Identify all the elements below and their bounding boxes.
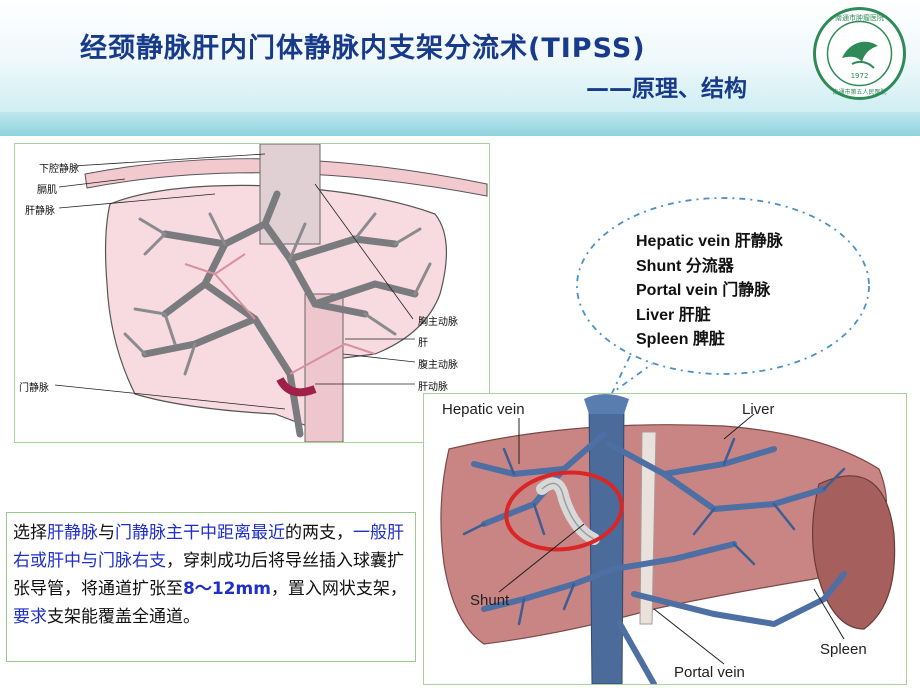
label-portal-vein-en: Portal vein [674,664,745,681]
desc-highlight: 肝静脉 [47,523,98,543]
label-diaphragm: 膈肌 [37,185,57,196]
header-divider-strip [0,112,920,136]
logo-year: 1972 [851,72,869,80]
description-box: 选择肝静脉与门静脉主干中距离最近的两支，一般肝右或肝中与门脉右支，穿刺成功后将导… [6,512,416,662]
desc-text: 与 [98,523,115,543]
label-portal-vein: 门静脉 [19,383,49,394]
label-ivc: 下腔静脉 [39,164,79,175]
logo-text-top: 南通市肿瘤医院 [835,13,884,22]
label-thoracic-aorta: 胸主动脉 [418,317,458,328]
label-spleen-en: Spleen [820,641,867,658]
tips-illustration-panel: Hepatic vein Liver Shunt Spleen Portal v… [423,393,907,685]
desc-highlight: 一般肝右或肝中与门脉右支 [13,523,404,571]
tips-color-illustration [440,394,896,684]
desc-text: 选择 [13,523,47,543]
label-hepatic-vein-en: Hepatic vein [442,401,525,418]
logo-text-bottom: 南通市第五人民医院 [832,88,886,96]
liver-line-drawing [54,143,488,443]
slide-title: 经颈静脉肝内门体静脉内支架分流术(TIPSS) [80,33,646,64]
desc-text: 支架能覆盖全通道。 [47,607,200,627]
desc-highlight: 门静脉主干中距离最近 [115,523,285,543]
legend-item: Shunt 分流器 [636,257,734,275]
desc-highlight: 8～12mm [183,579,271,599]
description-text: 选择肝静脉与门静脉主干中距离最近的两支，一般肝右或肝中与门脉右支，穿刺成功后将导… [13,519,413,631]
desc-text: ，穿刺成功后将导丝插入球囊扩张导管，将通道扩张至 [13,551,404,599]
label-hepatic-artery: 肝动脉 [418,382,448,393]
desc-text: 的两支， [285,523,353,543]
label-liver-cn: 肝 [418,338,428,349]
legend-item: Liver 肝脏 [636,306,711,324]
hospital-logo: 1972 南通市肿瘤医院 南通市第五人民医院 [813,7,906,100]
legend-item: Spleen 脾脏 [636,331,725,348]
label-shunt-en: Shunt [470,592,510,609]
legend-item: Portal vein 门静脉 [636,282,771,299]
label-hepatic-vein: 肝静脉 [25,206,55,217]
label-liver-en: Liver [742,401,775,418]
callout-legend: Hepatic vein 肝静脉 Shunt 分流器 Portal vein 门… [636,230,783,353]
legend-item: Hepatic vein 肝静脉 [636,233,783,250]
slide-subtitle: ——原理、结构 [586,76,747,102]
desc-highlight: 要求 [13,607,47,627]
label-abdominal-aorta: 腹主动脉 [418,360,458,371]
header-band [0,0,920,112]
desc-text: ，置入网状支架， [270,579,407,599]
liver-diagram-panel: 下腔静脉 膈肌 肝静脉 门静脉 胸主动脉 肝 腹主动脉 肝动脉 [14,143,490,443]
